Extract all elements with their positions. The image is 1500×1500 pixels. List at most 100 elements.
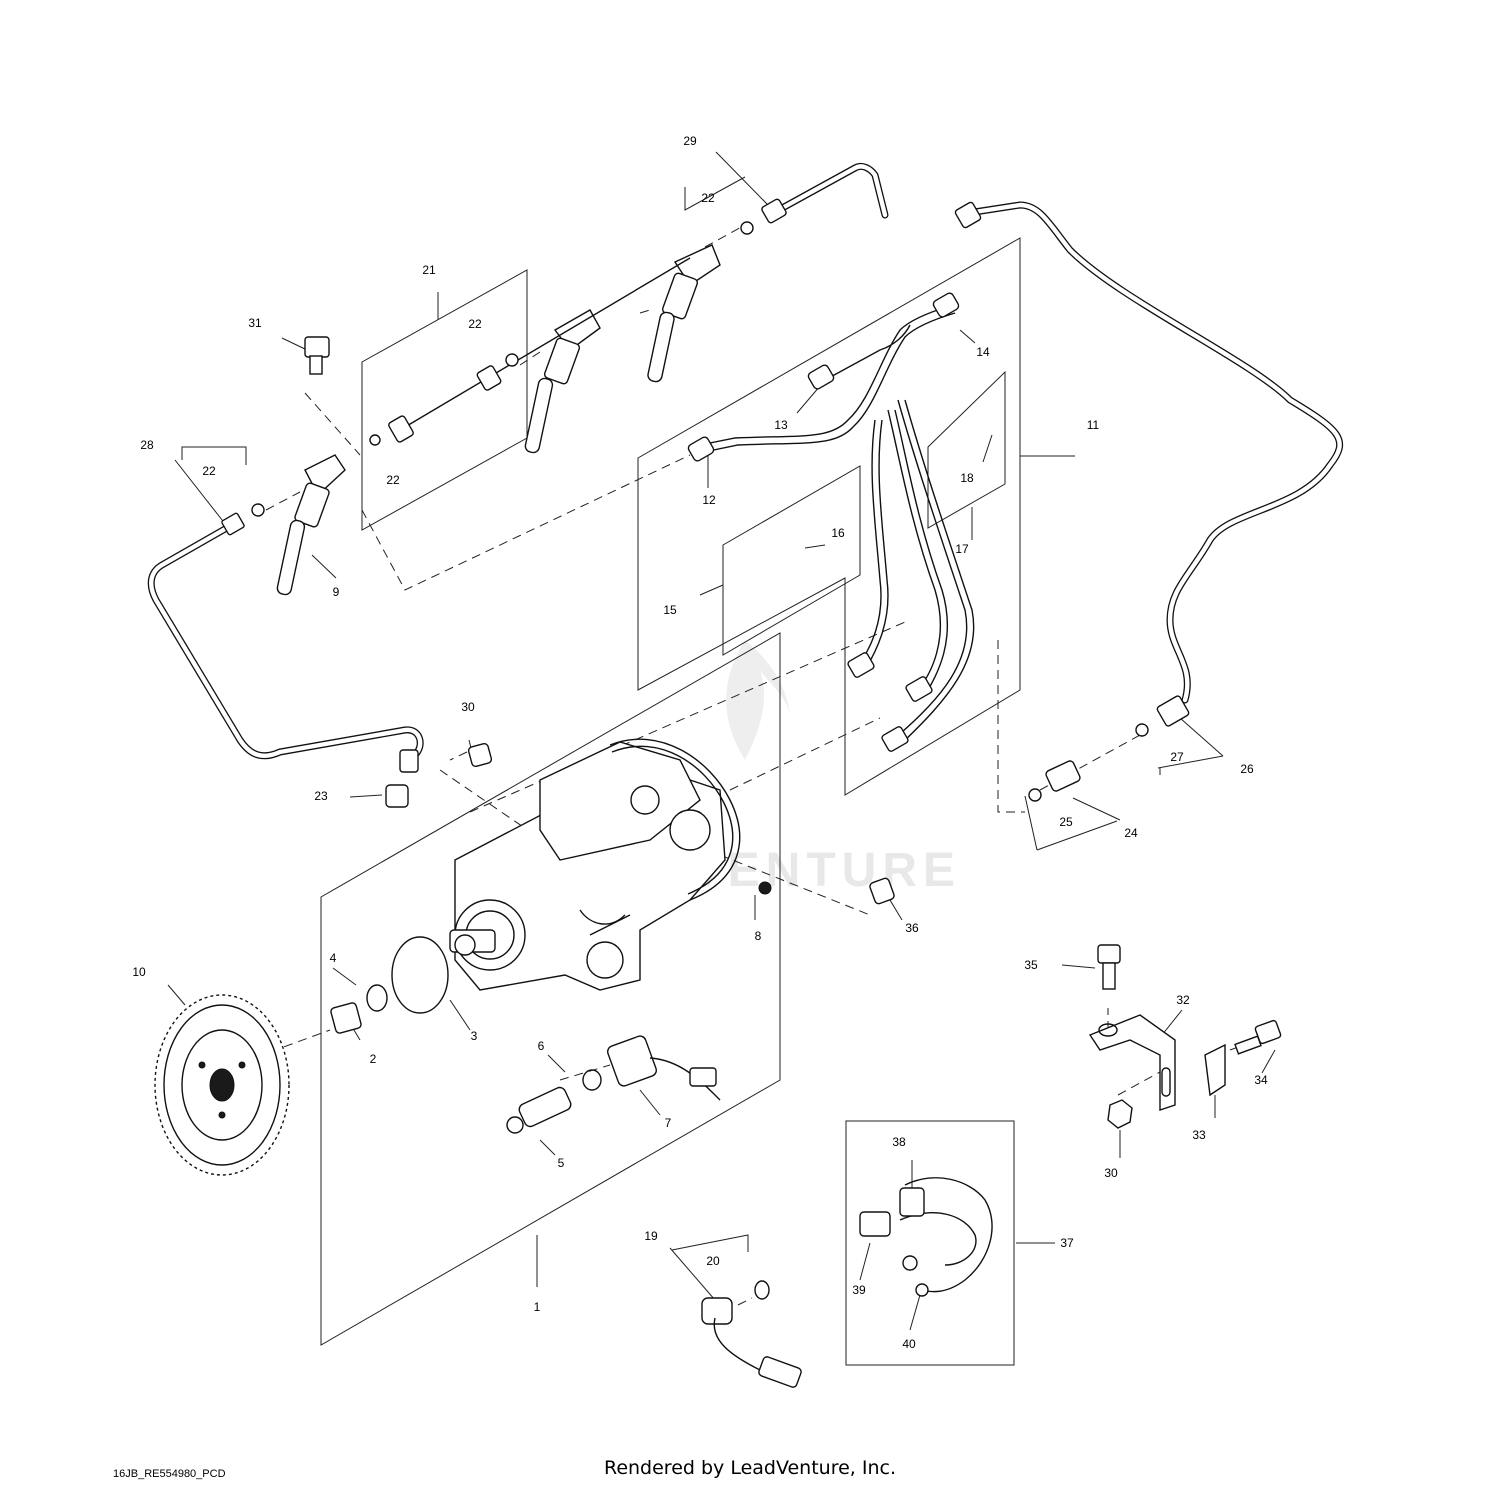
nozzle-3 (647, 244, 721, 383)
callout-15: 15 (663, 603, 677, 617)
callout-28: 28 (140, 438, 154, 452)
fitting-23 (385, 749, 419, 808)
callout-35: 35 (1024, 958, 1038, 972)
washer-27 (1135, 723, 1149, 737)
pipe-clamp-14 (932, 292, 960, 318)
callout-12: 12 (702, 493, 716, 507)
pipe-clamp-13 (807, 364, 835, 390)
callout-11: 11 (1087, 418, 1100, 432)
connector-38 (899, 1187, 925, 1217)
connector-7 (607, 1035, 657, 1087)
washer-4 (366, 984, 388, 1012)
callout-40: 40 (902, 1337, 916, 1351)
nut-2 (330, 1002, 362, 1034)
callout-29: 29 (683, 134, 697, 148)
nozzle-2 (524, 309, 601, 454)
pipe-clamp-12 (687, 436, 715, 462)
callout-27: 27 (1170, 750, 1184, 764)
callout-22-left: 22 (202, 464, 216, 478)
callout-2: 2 (370, 1052, 377, 1066)
connector-7-plug (689, 1067, 717, 1087)
connector-39 (859, 1211, 891, 1237)
injection-line-bundle (687, 292, 975, 752)
shaft-parts (330, 936, 449, 1034)
callout-26: 26 (1240, 762, 1254, 776)
callout-22-lower: 22 (386, 473, 400, 487)
hex-nut-28 (221, 512, 245, 536)
callout-34: 34 (1254, 1073, 1268, 1087)
callout-22-top: 22 (701, 191, 715, 205)
nozzle-1 (276, 454, 346, 596)
callout-30-lower: 30 (1104, 1166, 1118, 1180)
bolt-35-shank (1102, 962, 1116, 990)
callout-3: 3 (471, 1029, 478, 1043)
rendered-by-credit: Rendered by LeadVenture, Inc. (603, 1457, 897, 1479)
callout-30-upper: 30 (461, 700, 475, 714)
nut-29 (761, 198, 787, 224)
leader-lines (167, 151, 1276, 1331)
callout-31: 31 (248, 316, 262, 330)
washer-22-upper (505, 353, 519, 367)
frame-37 (845, 1120, 1015, 1366)
injector-nozzles (276, 244, 721, 596)
callout-37: 37 (1060, 1236, 1074, 1250)
callout-24: 24 (1124, 826, 1138, 840)
washer-22-left (251, 503, 265, 517)
nut-top-right (954, 201, 982, 229)
o-ring-25 (1028, 788, 1042, 802)
fittings (221, 198, 1190, 905)
harness-37 (859, 1177, 993, 1297)
sensor-group (506, 1035, 721, 1134)
callout-25: 25 (1059, 815, 1073, 829)
callout-36: 36 (905, 921, 919, 935)
o-ring-20 (754, 1280, 770, 1300)
callout-19: 19 (644, 1229, 658, 1243)
o-ring-6 (582, 1069, 602, 1091)
callout-7: 7 (665, 1116, 672, 1130)
frame-17 (927, 370, 1006, 529)
bolt-35-head (1097, 944, 1121, 964)
clip-36 (869, 877, 895, 905)
fitting-24 (1045, 760, 1081, 792)
frame-21 (361, 269, 528, 531)
callout-32: 32 (1176, 993, 1190, 1007)
drawing-code: 16JB_RE554980_PCD (113, 1468, 226, 1480)
washer-22-top (740, 221, 754, 235)
bolt-31 (304, 336, 330, 375)
nut-30-lower (1107, 1099, 1133, 1129)
callout-18: 18 (960, 471, 974, 485)
injection-pump (449, 738, 741, 991)
bracket-group (1088, 944, 1282, 1129)
callout-5: 5 (558, 1156, 565, 1170)
callout-10: 10 (132, 965, 146, 979)
washer-22-lower (369, 434, 381, 446)
bracket-32 (1088, 1014, 1176, 1111)
callout-21: 21 (422, 263, 436, 277)
callout-14: 14 (976, 345, 990, 359)
callout-16: 16 (831, 526, 845, 540)
callout-33: 33 (1192, 1128, 1206, 1142)
callout-13: 13 (774, 418, 788, 432)
callout-8: 8 (755, 929, 762, 943)
clip-33 (1204, 1043, 1226, 1097)
callout-4: 4 (330, 951, 337, 965)
nut-26 (1156, 695, 1190, 727)
nut-21b (476, 365, 502, 391)
callout-6: 6 (538, 1039, 545, 1053)
callout-38: 38 (892, 1135, 906, 1149)
callout-20: 20 (706, 1254, 720, 1268)
ring-terminal-40 (915, 1283, 929, 1297)
callout-22-upper: 22 (468, 317, 482, 331)
frame-11 (637, 237, 1021, 796)
callout-17: 17 (955, 542, 969, 556)
callout-9: 9 (333, 585, 340, 599)
callout-39: 39 (852, 1283, 866, 1297)
fuel-pipes (147, 162, 1343, 760)
gear-10 (154, 994, 290, 1176)
callout-labels: 1 2 3 4 5 6 7 8 9 10 11 12 13 14 15 16 1… (132, 134, 1268, 1351)
nut-21 (388, 415, 414, 443)
o-ring-3 (391, 936, 449, 1014)
nut-30-upper (467, 742, 493, 768)
screw-8 (758, 881, 772, 895)
